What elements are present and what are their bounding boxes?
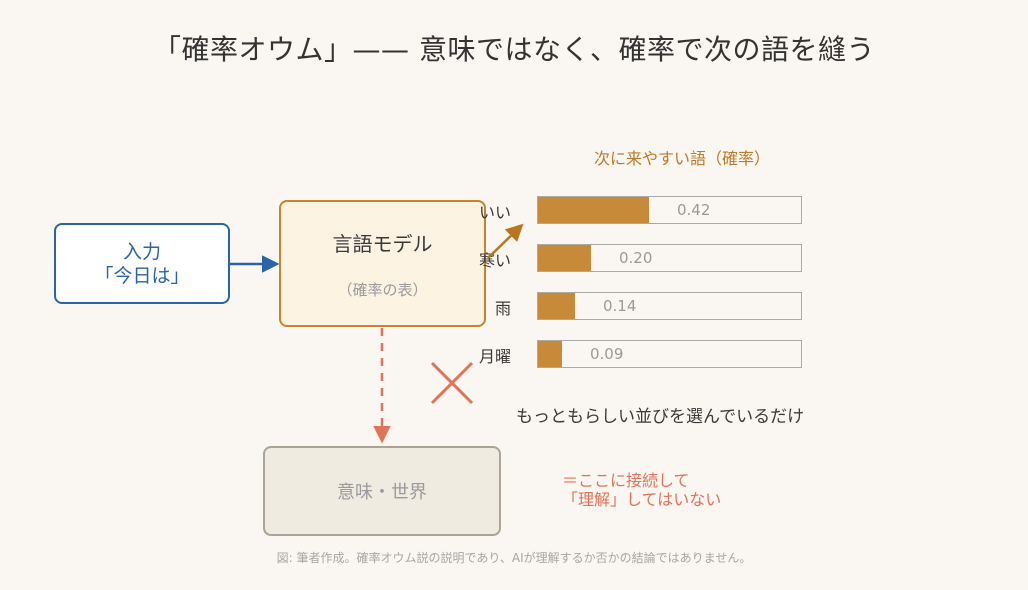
not-understanding-line2: 「理解」してはいない	[562, 490, 722, 509]
meaning-label: 意味・世界	[337, 482, 427, 503]
cross-icon	[430, 361, 474, 405]
probability-bar	[538, 245, 591, 271]
probability-bar	[538, 293, 575, 319]
input-label: 入力	[122, 240, 161, 263]
figure-caption: 図: 筆者作成。確率オウム説の説明であり、AIが理解するか否かの結論ではありませ…	[276, 551, 752, 565]
probability-bar-track: 0.14	[537, 292, 802, 320]
probability-word: 寒い	[478, 251, 511, 270]
model-subtitle: （確率の表）	[337, 280, 428, 299]
meaning-world-box: 意味・世界	[263, 446, 501, 536]
model-title: 言語モデル	[332, 231, 433, 256]
not-understanding-note: ＝ここに接続して 「理解」してはいない	[562, 471, 721, 509]
explanation-note: もっともらしい並びを選んでいるだけ	[516, 407, 805, 427]
probability-bar-track: 0.09	[537, 340, 802, 368]
input-text: 「今日は」	[94, 264, 190, 287]
language-model-box: 言語モデル （確率の表）	[279, 200, 486, 327]
not-understanding-line1: ＝ここに接続して	[562, 471, 690, 490]
page-title: 「確率オウム」—— 意味ではなく、確率で次の語を縫う	[153, 33, 875, 66]
probability-value: 0.20	[619, 249, 653, 267]
probability-word: 雨	[494, 299, 511, 318]
probability-value: 0.09	[590, 345, 624, 363]
probability-value: 0.42	[677, 201, 711, 219]
probability-word: いい	[478, 203, 511, 222]
probability-word: 月曜	[478, 347, 511, 366]
probability-bar-track: 0.42	[537, 196, 802, 224]
probability-value: 0.14	[603, 297, 637, 315]
probability-bar	[538, 341, 562, 367]
probability-bar-track: 0.20	[537, 244, 802, 272]
probability-title: 次に来やすい語（確率）	[594, 149, 771, 168]
probability-bar	[538, 197, 649, 223]
input-box: 入力 「今日は」	[54, 223, 230, 304]
